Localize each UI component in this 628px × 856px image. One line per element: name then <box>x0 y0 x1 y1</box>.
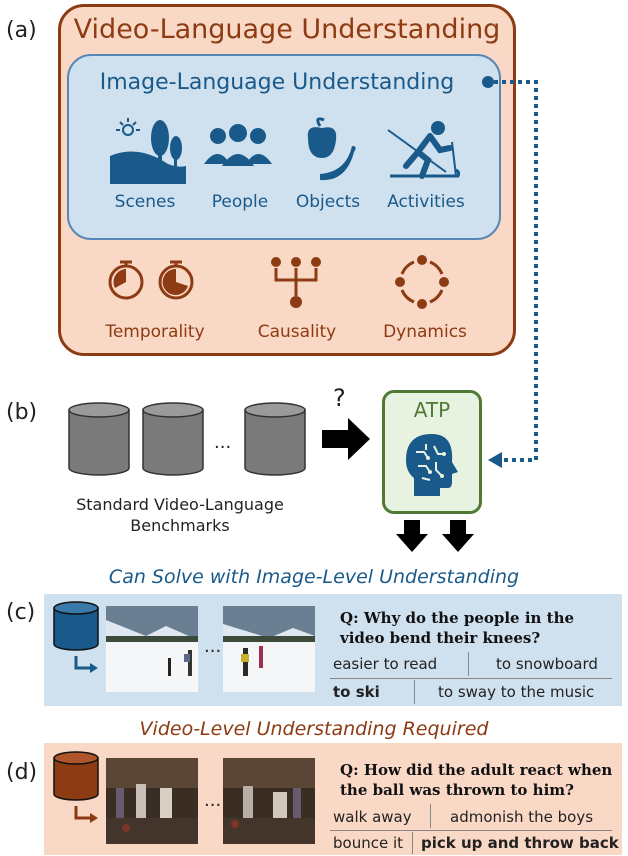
answer-divider <box>468 652 469 676</box>
video-language-title: Video-Language Understanding <box>73 14 501 45</box>
benchmark-cylinder <box>244 402 306 476</box>
answer-divider <box>330 830 612 831</box>
section-c-heading: Can Solve with Image-Level Understanding <box>108 566 520 588</box>
answer-d-2: admonish the boys <box>450 808 594 826</box>
frames-ellipsis-d: ... <box>204 790 222 811</box>
frames-ellipsis-c: ... <box>204 636 222 657</box>
temporality-label: Temporality <box>105 322 205 342</box>
brain-head-icon <box>406 434 458 496</box>
room-frame-2 <box>223 758 315 844</box>
dynamics-icon <box>395 255 449 309</box>
image-language-box <box>67 54 501 240</box>
people-icon <box>204 124 272 166</box>
answer-d-4-correct: pick up and throw back <box>421 834 619 852</box>
answer-divider <box>412 832 413 854</box>
causality-icon <box>271 257 321 308</box>
benchmarks-label: Standard Video-Language Benchmarks <box>76 495 284 535</box>
answer-c-1: easier to read <box>333 655 438 673</box>
benchmark-ellipsis: ... <box>214 432 232 453</box>
scenes-icon <box>110 118 186 184</box>
panel-label-c: (c) <box>6 600 36 625</box>
question-c: Q: Why do the people in the video bend t… <box>340 609 575 647</box>
panel-label-b: (b) <box>6 400 38 425</box>
temporality-icon <box>108 260 194 300</box>
question-mark: ? <box>333 384 346 412</box>
dataset-cylinder-brown <box>53 751 99 823</box>
answer-divider <box>430 804 431 828</box>
answer-d-3: bounce it <box>333 834 404 852</box>
benchmark-cylinder <box>68 402 130 476</box>
scenes-label: Scenes <box>114 192 176 212</box>
section-d-heading: Video-Level Understanding Required <box>139 718 489 740</box>
room-frame-1 <box>106 758 198 844</box>
answer-divider <box>414 680 415 704</box>
activities-label: Activities <box>387 192 465 212</box>
ski-frame-2 <box>223 606 315 692</box>
dataset-cylinder-blue <box>53 601 99 673</box>
panel-label-a: (a) <box>6 18 37 43</box>
dotted-connector <box>482 76 538 468</box>
answer-c-2: to snowboard <box>496 655 598 673</box>
answer-divider <box>330 678 612 679</box>
ski-frame-1 <box>106 606 198 692</box>
objects-label: Objects <box>295 192 361 212</box>
down-arrows-icon <box>396 520 474 552</box>
objects-icon <box>307 117 356 181</box>
question-d: Q: How did the adult react when the ball… <box>340 761 613 799</box>
panel-label-d: (d) <box>6 760 38 785</box>
answer-d-1: walk away <box>333 808 412 826</box>
causality-label: Causality <box>257 322 337 342</box>
answer-c-4: to sway to the music <box>438 683 595 701</box>
activities-icon <box>387 121 460 179</box>
answer-c-3-correct: to ski <box>333 683 380 701</box>
dynamics-label: Dynamics <box>383 322 467 342</box>
image-language-title: Image-Language Understanding <box>99 70 455 95</box>
people-label: People <box>211 192 269 212</box>
atp-title: ATP <box>413 398 451 422</box>
right-arrow-icon <box>322 418 370 460</box>
benchmark-cylinder <box>142 402 204 476</box>
